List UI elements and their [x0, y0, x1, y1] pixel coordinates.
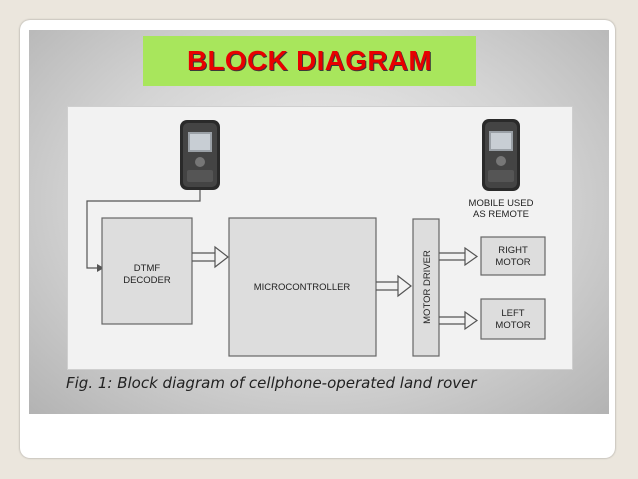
microcontroller-label: MICROCONTROLLER — [254, 282, 351, 293]
right-motor-label-line1: RIGHT — [498, 245, 528, 256]
mobile-phone-icon — [180, 120, 220, 190]
title-box: BLOCK DIAGRAM — [143, 36, 476, 86]
dtmf-label-line1: DTMF — [134, 263, 161, 274]
arrow-driver-to-right-motor — [439, 246, 479, 267]
phone-connection-line — [86, 190, 201, 269]
figure-caption: Fig. 1: Block diagram of cellphone-opera… — [66, 374, 477, 392]
mobile-phone-icon — [482, 119, 520, 191]
dtmf-label-line2: DECODER — [123, 275, 171, 286]
connection-arrowhead — [97, 264, 104, 272]
dtmf-decoder-block — [101, 217, 193, 325]
left-motor-label-line2: MOTOR — [495, 320, 530, 331]
remote-label-line2: AS REMOTE — [473, 209, 529, 220]
left-motor-block — [480, 298, 546, 340]
arrow-driver-to-left-motor — [439, 310, 479, 331]
arrow-dtmf-to-mcu — [192, 245, 229, 269]
remote-label-line1: MOBILE USED — [469, 198, 534, 209]
right-motor-block — [480, 236, 546, 276]
motor-driver-label: MOTOR DRIVER — [422, 250, 433, 324]
microcontroller-block — [228, 217, 377, 357]
motor-driver-block — [412, 218, 440, 357]
arrow-mcu-to-driver — [376, 274, 412, 298]
slide-title: BLOCK DIAGRAM — [187, 45, 432, 76]
right-motor-label-line2: MOTOR — [495, 257, 530, 268]
left-motor-label-line1: LEFT — [501, 308, 524, 319]
block-diagram: DTMF DECODER MICROCONTROLLER MOTOR DRIVE… — [86, 119, 546, 357]
